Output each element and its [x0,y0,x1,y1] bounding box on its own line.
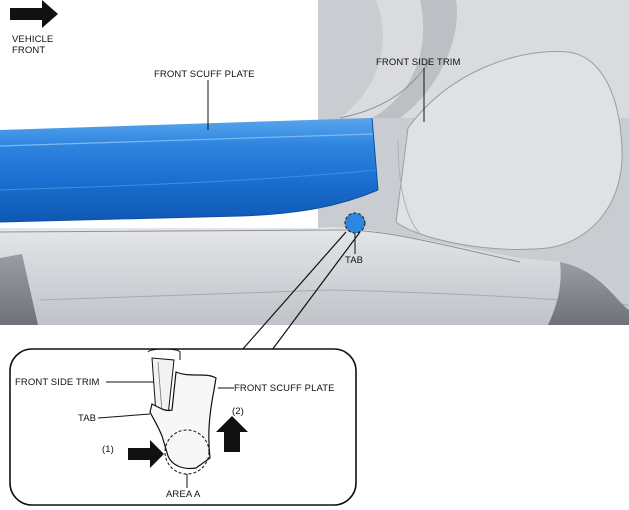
tab-label: TAB [345,255,364,266]
inset-tab-label: TAB [78,413,97,424]
front-scuff-plate-label: FRONT SCUFF PLATE [154,69,255,80]
vehicle-body-illustration [0,0,629,325]
vehicle-front-label-line2: FRONT [12,45,46,56]
inset-front-side-trim-label: FRONT SIDE TRIM [15,377,100,388]
step-2-label: (2) [232,406,244,417]
inset-detail-box [9,348,357,506]
step-1-label: (1) [102,444,114,455]
push-arrow-icon [128,440,164,468]
area-a-label: AREA A [166,489,201,500]
front-side-trim-label: FRONT SIDE TRIM [376,57,461,68]
inset-front-scuff-plate-label: FRONT SCUFF PLATE [234,383,335,394]
right-arrow-icon [10,0,58,28]
callout-wedge [241,231,361,351]
lift-arrow-icon [216,416,248,452]
vehicle-front-label-line1: VEHICLE [12,34,54,45]
